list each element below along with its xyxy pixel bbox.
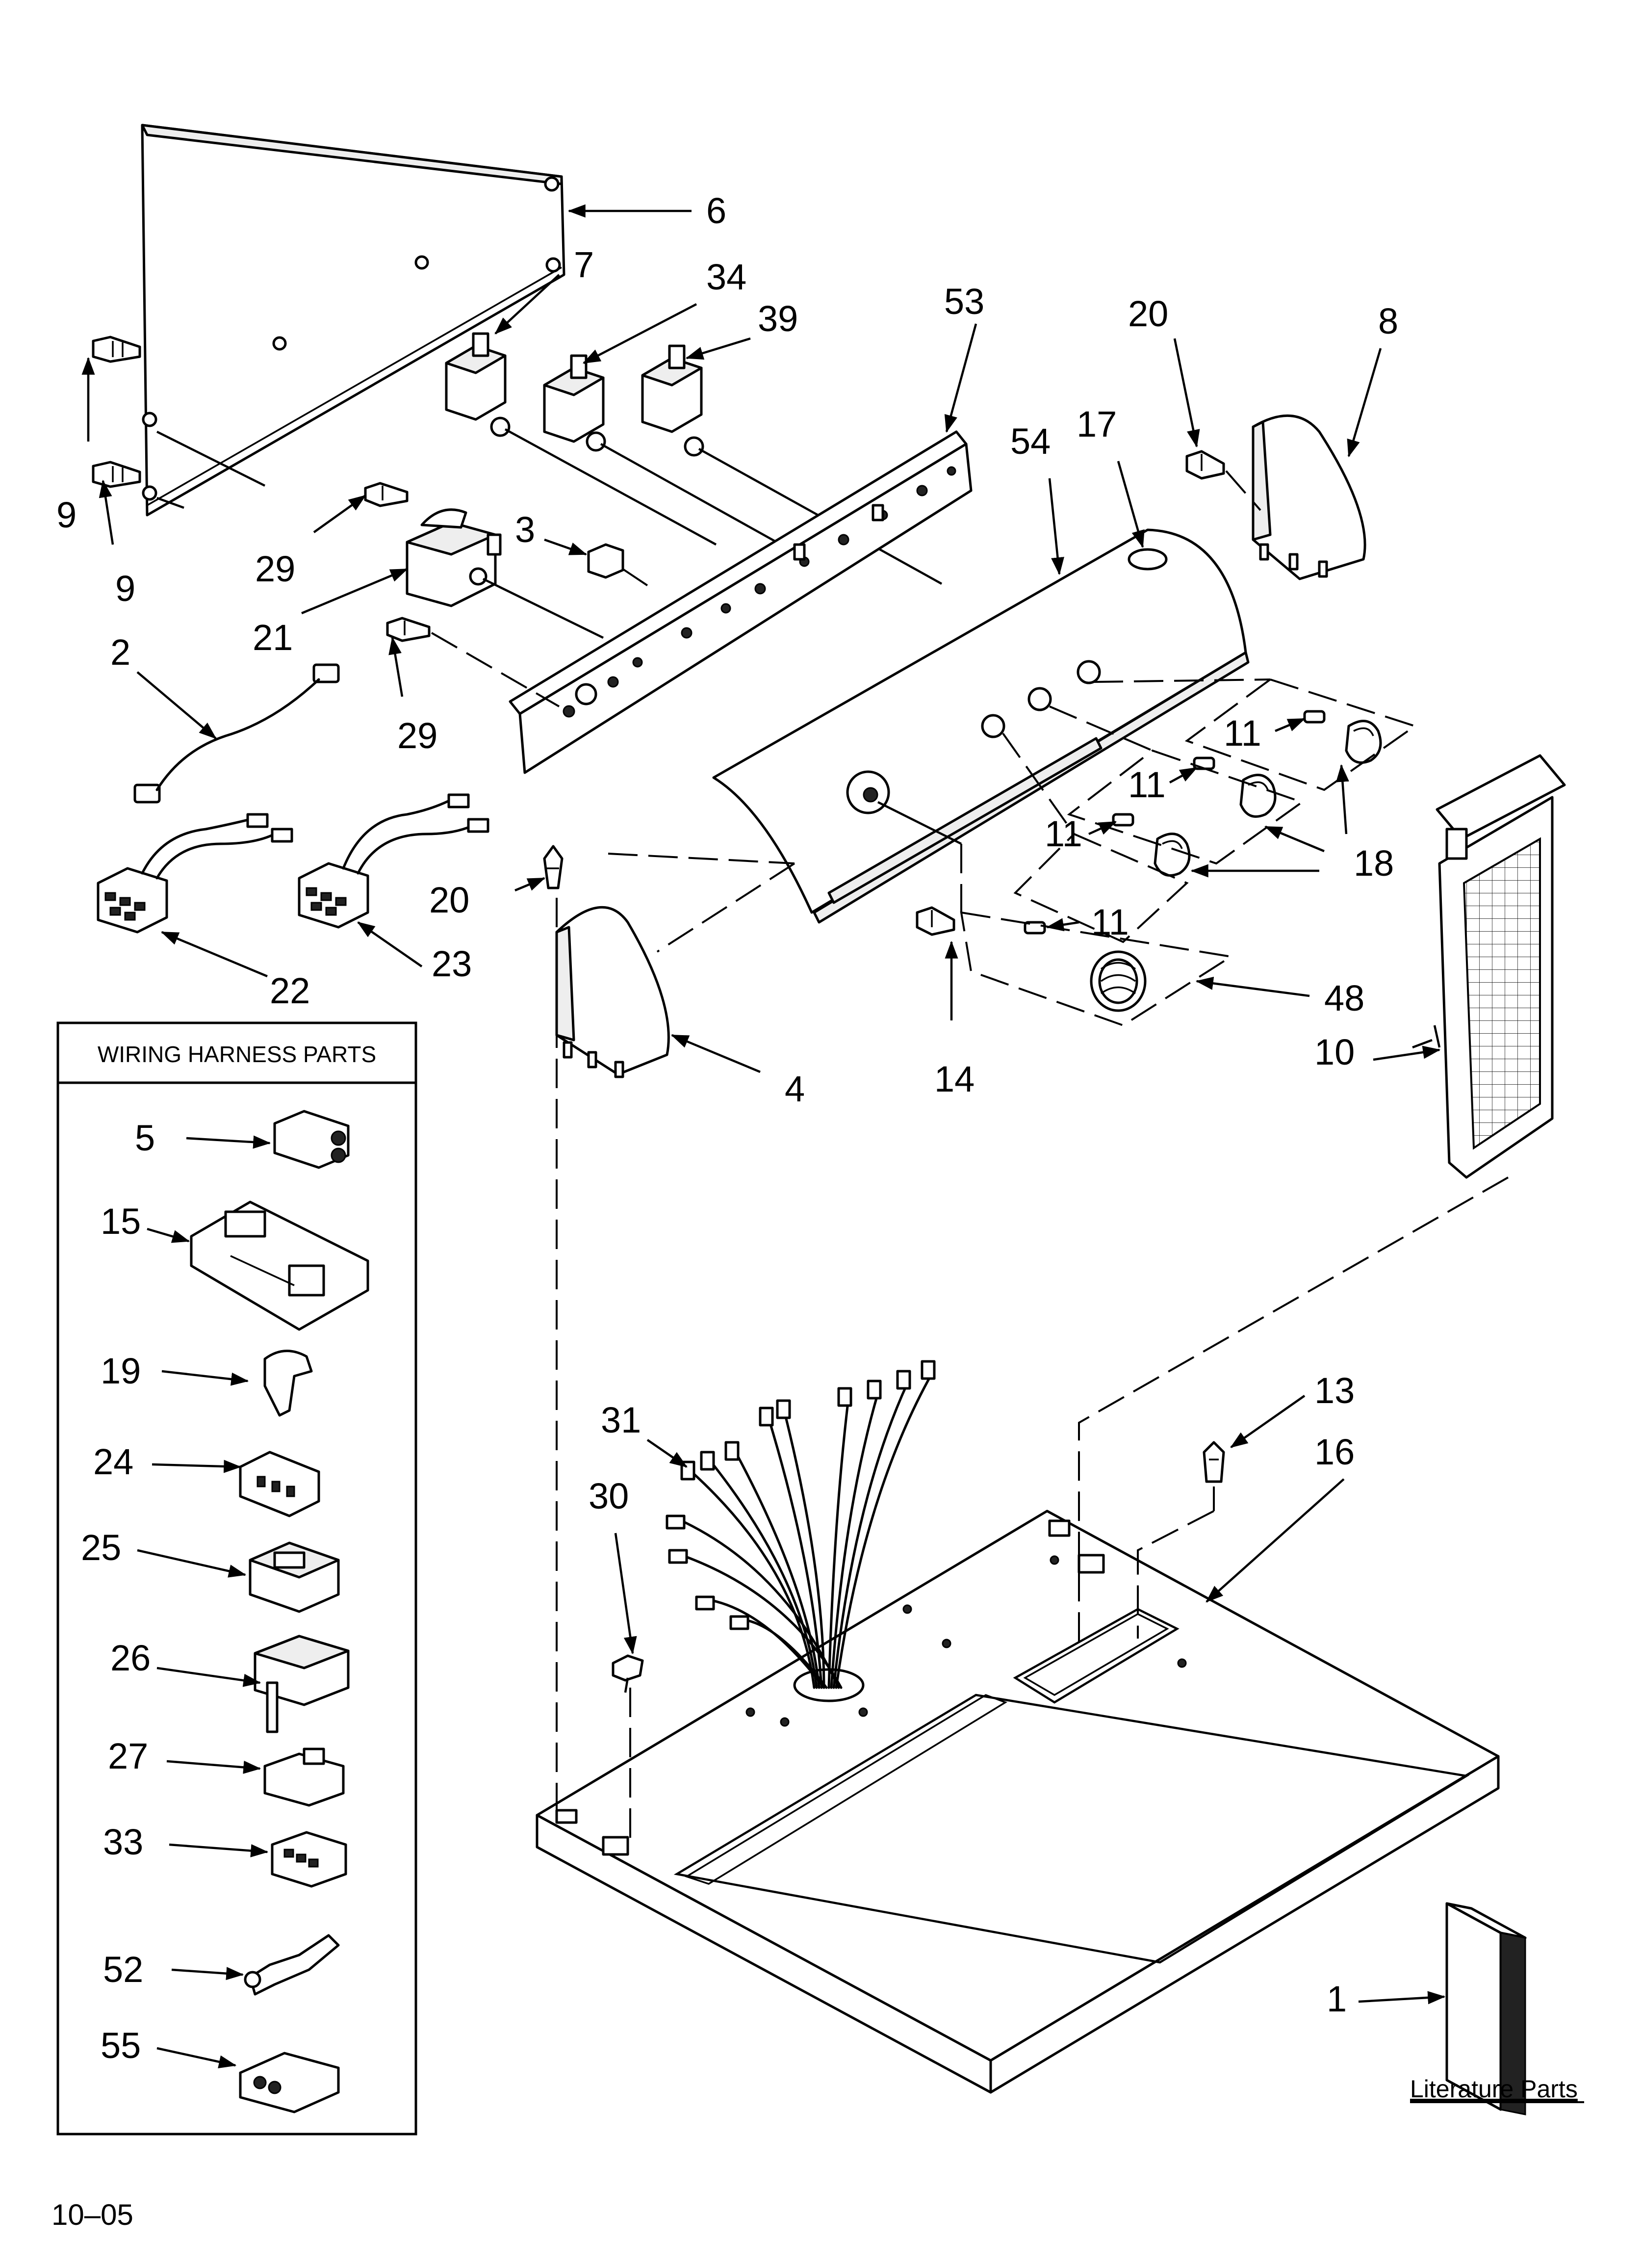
- control-bracket-53: [509, 430, 973, 774]
- end-cap-4: [555, 906, 670, 1078]
- bracket-3: [587, 543, 653, 590]
- callout-39: 39: [758, 298, 798, 339]
- callout-7: 7: [574, 244, 594, 285]
- callout-34: 34: [706, 257, 746, 297]
- connector-25: [249, 1541, 340, 1613]
- console-54: [712, 528, 1250, 924]
- leader-lines: [81, 204, 1446, 2068]
- callout-20-right: 20: [1128, 293, 1168, 334]
- screw-29-upper: [364, 482, 409, 507]
- callout-29-upper: 29: [255, 548, 295, 589]
- callout-6: 6: [706, 190, 726, 231]
- literature-parts-label: Literature Parts: [1410, 2075, 1578, 2103]
- callout-55: 55: [101, 2025, 141, 2066]
- connector-33: [271, 1831, 347, 1888]
- end-cap-8: [1252, 414, 1366, 580]
- callout-10: 10: [1314, 1032, 1355, 1072]
- wiring-harness-parts-box: WIRING HARNESS PARTS: [56, 1021, 417, 2136]
- harness-23: [298, 793, 489, 929]
- screw-13: [1203, 1441, 1225, 1483]
- callout-1: 1: [1327, 1979, 1347, 2019]
- callout-21: 21: [253, 617, 293, 658]
- callout-11-c: 11: [1045, 813, 1082, 854]
- terminal-52: [244, 1934, 340, 1996]
- callout-4: 4: [785, 1069, 805, 1109]
- callout-9-upper: 9: [56, 495, 77, 535]
- callout-22: 22: [270, 970, 310, 1011]
- callout-27: 27: [108, 1736, 148, 1776]
- callout-11-a: 11: [1224, 713, 1261, 754]
- connector-27: [263, 1747, 345, 1807]
- knob-48: [1090, 950, 1147, 1012]
- bracket-30: [612, 1654, 644, 1693]
- callout-30: 30: [589, 1476, 629, 1516]
- callout-3: 3: [515, 509, 535, 550]
- callout-14: 14: [934, 1059, 975, 1099]
- connector-5: [273, 1110, 350, 1169]
- timer-21: [406, 508, 604, 639]
- connector-26: [254, 1635, 350, 1733]
- callout-2: 2: [110, 632, 130, 673]
- callout-15: 15: [101, 1201, 141, 1242]
- wire-bundle-31: [666, 1360, 936, 1689]
- callout-8: 8: [1378, 301, 1398, 341]
- lint-screen-10: [1436, 754, 1566, 1179]
- callout-17: 17: [1077, 404, 1117, 444]
- callout-53: 53: [944, 281, 984, 322]
- switch-34: [543, 354, 835, 575]
- screw-29-lower: [386, 617, 560, 707]
- literature-parts-1: [1445, 1902, 1527, 2115]
- clip-11-a: [1303, 710, 1326, 724]
- callout-18: 18: [1354, 843, 1394, 884]
- callout-13: 13: [1314, 1370, 1355, 1411]
- callout-11-d: 11: [1091, 902, 1129, 942]
- switch-7: [445, 332, 717, 546]
- knob-18-lower: [1154, 833, 1191, 877]
- callout-20-left: 20: [429, 880, 469, 920]
- clip-19: [263, 1350, 313, 1417]
- connector-55: [239, 2052, 340, 2113]
- top-panel-16: [536, 1510, 1500, 2094]
- harness-box-title: WIRING HARNESS PARTS: [98, 1042, 376, 1067]
- footer-date-code: 10–05: [51, 2198, 133, 2231]
- screw-9-upper: [92, 336, 141, 363]
- callout-52: 52: [103, 1949, 143, 1990]
- callout-9-lower: 9: [115, 568, 135, 609]
- callout-5: 5: [135, 1118, 155, 1158]
- screw-9-lower: [92, 461, 141, 488]
- callout-54: 54: [1010, 421, 1051, 462]
- callout-23: 23: [432, 943, 472, 984]
- screw-20-left: [543, 845, 564, 889]
- switch-39: [641, 344, 943, 585]
- callout-labels: 6 7 34 39 53 20 8 54 17 9 9 29 3 21 2 29…: [56, 190, 1398, 2066]
- callout-16: 16: [1314, 1432, 1355, 1472]
- callout-26: 26: [110, 1638, 151, 1678]
- rear-panel-6: [141, 124, 565, 517]
- screw-14: [916, 906, 955, 936]
- clip-11-d: [1024, 921, 1046, 935]
- clip-11-b: [1193, 756, 1215, 770]
- knob-18-upper: [1345, 720, 1382, 764]
- wire-2: [133, 663, 340, 804]
- callout-25: 25: [81, 1527, 121, 1568]
- connector-15: [190, 1200, 369, 1331]
- knob-18-middle: [1239, 774, 1277, 818]
- callout-31: 31: [601, 1400, 641, 1440]
- callout-19: 19: [101, 1351, 141, 1391]
- screw-20-right: [1185, 450, 1261, 511]
- callout-29-lower: 29: [397, 715, 437, 756]
- assembly-guides: [556, 853, 1509, 1845]
- harness-22: [97, 813, 293, 934]
- callout-48: 48: [1324, 978, 1364, 1018]
- callout-24: 24: [93, 1441, 133, 1482]
- callout-11-b: 11: [1128, 764, 1166, 805]
- connector-24: [239, 1451, 320, 1517]
- knob-dashed-guides: [960, 678, 1417, 1027]
- clip-11-c: [1112, 813, 1134, 827]
- callout-33: 33: [103, 1822, 143, 1862]
